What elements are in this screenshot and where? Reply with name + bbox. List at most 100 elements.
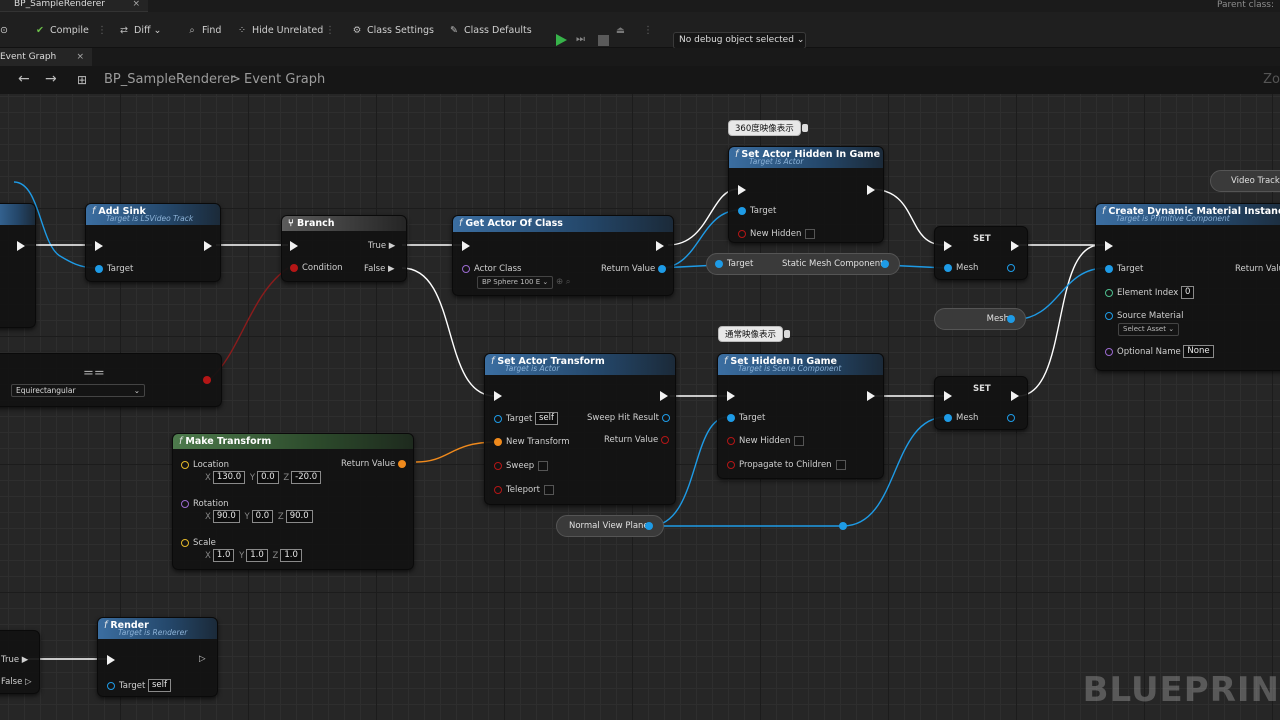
scale-x-input[interactable]: 1.0 <box>212 549 235 562</box>
left-branch-false-pin[interactable]: False ▷ <box>1 676 32 688</box>
set2-exec-out[interactable] <box>1011 391 1019 401</box>
add-sink-exec-in[interactable] <box>95 241 103 251</box>
make-transform-return-pin[interactable]: Return Value <box>341 458 410 470</box>
left-branch-node[interactable]: True ▶ False ▷ <box>0 630 40 694</box>
add-sink-target-pin[interactable]: Target <box>95 263 133 275</box>
enum-compare-return-pin[interactable] <box>203 374 215 386</box>
back-arrow-icon[interactable]: ← <box>18 71 30 87</box>
set-mesh-node-1[interactable]: SET Mesh <box>934 226 1028 280</box>
find-button[interactable]: ⌕Find <box>185 22 221 40</box>
get-actor-exec-out[interactable] <box>656 241 664 251</box>
class-defaults-button[interactable]: ✎Class Defaults <box>447 22 532 40</box>
create-dmi-return-pin[interactable]: Return Value <box>1235 263 1280 275</box>
set1-exec-in[interactable] <box>944 241 952 251</box>
teleport-checkbox[interactable] <box>544 484 554 495</box>
set1-mesh-pin[interactable]: Mesh <box>944 262 978 274</box>
create-dmi-target-pin[interactable]: Target <box>1105 263 1143 275</box>
set-actor-transform-return-pin[interactable]: Return Value <box>604 434 673 446</box>
get-actor-exec-in[interactable] <box>462 241 470 251</box>
enum-compare-node[interactable]: == Equirectangular ⌄ <box>0 353 222 407</box>
eject-icon[interactable]: ⏏ <box>616 25 625 36</box>
optional-name-input[interactable]: None <box>1183 345 1214 358</box>
element-index-input[interactable]: 0 <box>1181 286 1195 299</box>
tab-close-icon[interactable]: × <box>132 0 140 9</box>
stop-icon[interactable] <box>598 35 609 46</box>
static-mesh-component-node[interactable]: Target Static Mesh Component <box>706 253 900 275</box>
hide-unrelated-options-icon[interactable]: ⋮ <box>325 25 335 36</box>
source-material-dropdown[interactable]: Select Asset ⌄ <box>1118 323 1180 336</box>
scale-y-input[interactable]: 1.0 <box>246 549 268 562</box>
set-hidden-new-hidden-pin[interactable]: New Hidden <box>727 435 805 447</box>
exec-out-pin[interactable] <box>17 241 25 251</box>
get-actor-return-pin[interactable]: Return Value <box>601 263 670 275</box>
render-exec-in[interactable] <box>107 655 115 665</box>
set1-out-pin[interactable] <box>1007 262 1019 274</box>
sweep-checkbox[interactable] <box>538 460 549 471</box>
mesh-getter-node[interactable]: Mesh <box>934 308 1026 330</box>
set-actor-transform-target-pin[interactable]: Target self <box>494 412 559 425</box>
actor-class-dropdown[interactable]: BP Sphere 100 E ⌄ <box>477 276 554 289</box>
branch-condition-pin[interactable]: Condition <box>290 262 343 274</box>
branch-node[interactable]: ⑂ Branch True ▶ Condition False ▶ <box>281 215 407 282</box>
browse-icon[interactable]: ⊕ ⌕ <box>555 277 571 287</box>
set-hidden-exec-out[interactable] <box>867 391 875 401</box>
event-graph-close-icon[interactable]: × <box>76 52 84 62</box>
tab-event-graph[interactable]: Event Graph × <box>0 48 92 66</box>
propagate-pin[interactable]: Propagate to Children <box>727 459 846 471</box>
tab-bp-samplerenderer[interactable]: BP_SampleRenderer × <box>0 0 148 12</box>
reroute-node[interactable] <box>839 522 847 530</box>
render-target-pin[interactable]: Target self <box>107 679 172 692</box>
step-icon[interactable]: ⏭ <box>576 34 585 45</box>
optional-name-pin[interactable]: Optional Name None <box>1105 345 1214 358</box>
new-transform-pin[interactable]: New Transform <box>494 436 570 448</box>
forward-arrow-icon[interactable]: → <box>45 71 57 87</box>
rotation-z-input[interactable]: 90.0 <box>285 510 313 523</box>
offscreen-node-left[interactable] <box>0 203 36 328</box>
scale-z-input[interactable]: 1.0 <box>280 549 302 562</box>
set-actor-hidden-exec-in[interactable] <box>738 185 746 195</box>
teleport-pin[interactable]: Teleport <box>494 484 554 496</box>
element-index-pin[interactable]: Element Index 0 <box>1105 286 1195 299</box>
render-exec-out[interactable]: ▷ <box>199 653 206 665</box>
breadcrumb-current[interactable]: Event Graph <box>244 72 326 87</box>
left-branch-true-pin[interactable]: True ▶ <box>1 654 28 666</box>
set-mesh-node-2[interactable]: SET Mesh <box>934 376 1028 430</box>
branch-exec-in[interactable] <box>290 241 298 251</box>
comment-360[interactable]: 360度映像表示 <box>728 120 808 136</box>
create-dmi-exec-in[interactable] <box>1105 241 1113 251</box>
comment-normal[interactable]: 通常映像表示 <box>718 326 791 342</box>
branch-false-pin[interactable]: False ▶ <box>364 263 395 275</box>
branch-true-pin[interactable]: True ▶ <box>368 240 395 252</box>
source-material-select[interactable]: Select Asset ⌄ <box>1118 323 1180 336</box>
rotation-pin[interactable]: Rotation <box>181 498 229 510</box>
save-icon[interactable]: ⊙ <box>0 25 8 36</box>
class-settings-button[interactable]: ⚙Class Settings <box>350 22 434 40</box>
propagate-checkbox[interactable] <box>835 459 846 470</box>
set-actor-hidden-target-pin[interactable]: Target <box>738 205 776 217</box>
actor-class-select[interactable]: BP Sphere 100 E ⌄ ⊕ ⌕ <box>477 276 571 289</box>
debug-object-select[interactable]: No debug object selected ⌄ <box>673 32 806 49</box>
new-hidden-checkbox[interactable] <box>805 228 816 239</box>
diff-button[interactable]: ⇄Diff ⌄ <box>117 22 161 40</box>
location-y-input[interactable]: 0.0 <box>257 471 279 484</box>
enum-select[interactable]: Equirectangular ⌄ <box>11 384 145 397</box>
breadcrumb-root[interactable]: BP_SampleRenderer <box>104 72 236 87</box>
set2-mesh-pin[interactable]: Mesh <box>944 412 978 424</box>
rotation-y-input[interactable]: 0.0 <box>251 510 274 523</box>
set-hidden-exec-in[interactable] <box>727 391 735 401</box>
play-options-icon[interactable]: ⋮ <box>643 25 653 36</box>
set-actor-transform-exec-in[interactable] <box>494 391 502 401</box>
set-actor-transform-exec-out[interactable] <box>660 391 668 401</box>
scale-pin[interactable]: Scale <box>181 537 216 549</box>
compile-button[interactable]: ✔Compile <box>33 22 89 40</box>
compile-options-icon[interactable]: ⋮ <box>97 25 107 36</box>
